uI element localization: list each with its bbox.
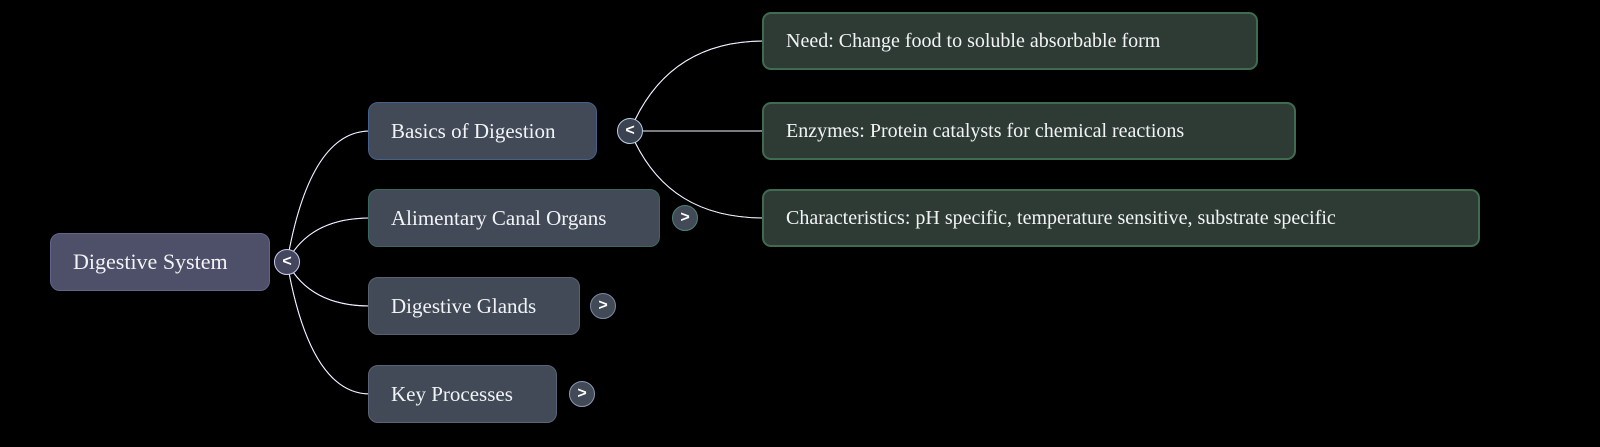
link-basics-to-need-core bbox=[629, 40, 765, 132]
collapse-toggle-basics-of-digestion[interactable]: < bbox=[617, 118, 643, 144]
node-basics-of-digestion[interactable]: Basics of Digestion bbox=[368, 102, 597, 160]
node-label: Alimentary Canal Organs bbox=[391, 205, 607, 230]
node-digestive-glands[interactable]: Digestive Glands bbox=[368, 277, 580, 335]
link-root-to-key-core bbox=[286, 261, 371, 395]
link-root-to-alimentary-core bbox=[286, 217, 371, 263]
link-root-to-basics-core bbox=[286, 130, 371, 263]
expand-toggle-key-processes[interactable]: > bbox=[569, 381, 595, 407]
node-characteristics[interactable]: Characteristics: pH specific, temperatur… bbox=[762, 189, 1480, 247]
link-root-to-glands-core bbox=[286, 261, 371, 307]
node-digestive-system[interactable]: Digestive System bbox=[50, 233, 270, 291]
expand-toggle-digestive-glands[interactable]: > bbox=[590, 293, 616, 319]
collapse-toggle-digestive-system[interactable]: < bbox=[274, 249, 300, 275]
node-key-processes[interactable]: Key Processes bbox=[368, 365, 557, 423]
node-label: Enzymes: Protein catalysts for chemical … bbox=[786, 119, 1185, 142]
basics-branch-links bbox=[629, 40, 765, 219]
node-label: Digestive System bbox=[73, 249, 228, 274]
node-alimentary-canal-organs[interactable]: Alimentary Canal Organs bbox=[368, 189, 660, 247]
link-basics-to-characteristics-core bbox=[629, 130, 765, 219]
node-label: Need: Change food to soluble absorbable … bbox=[786, 29, 1161, 52]
node-label: Basics of Digestion bbox=[391, 118, 556, 143]
node-need[interactable]: Need: Change food to soluble absorbable … bbox=[762, 12, 1258, 70]
expand-toggle-alimentary-canal-organs[interactable]: > bbox=[672, 205, 698, 231]
node-label: Digestive Glands bbox=[391, 293, 537, 318]
node-label: Characteristics: pH specific, temperatur… bbox=[786, 206, 1336, 229]
node-enzymes[interactable]: Enzymes: Protein catalysts for chemical … bbox=[762, 102, 1296, 160]
node-label: Key Processes bbox=[391, 381, 513, 406]
